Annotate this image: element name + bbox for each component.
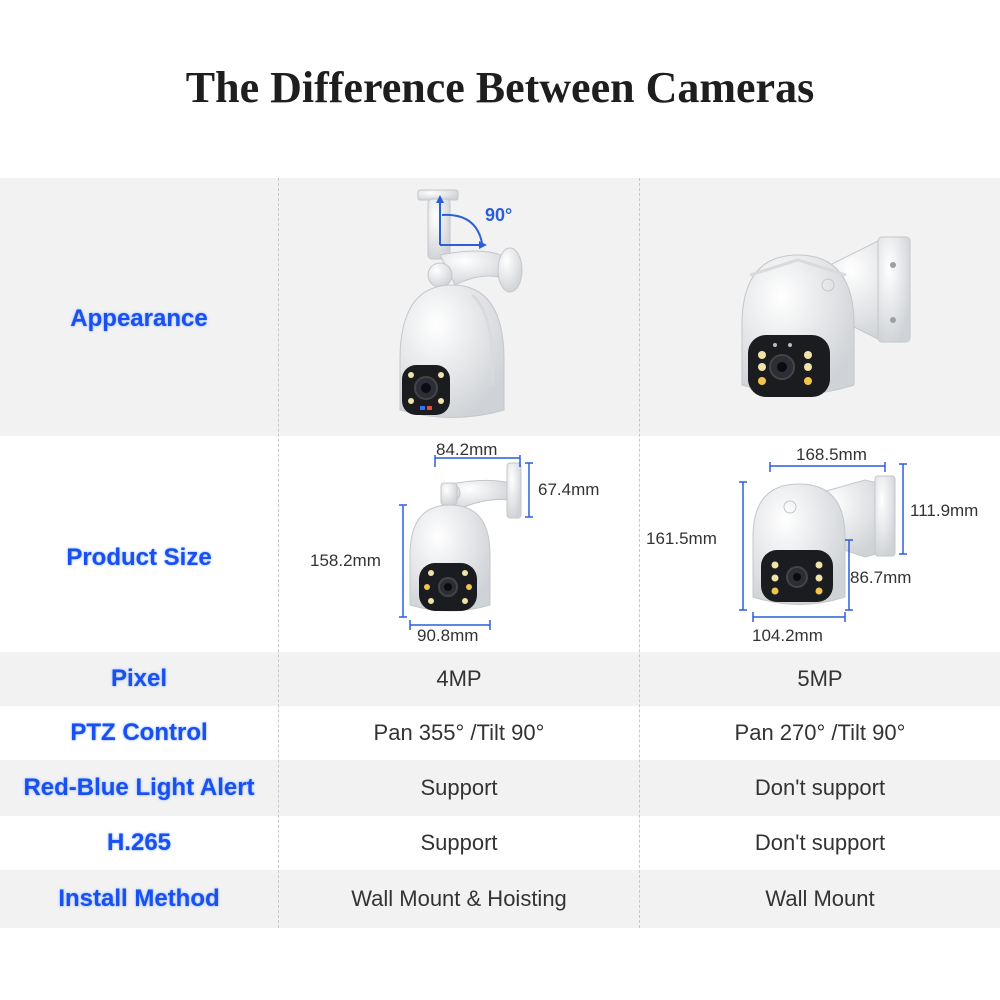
label-appearance: Appearance	[70, 305, 208, 332]
cam2-install: Wall Mount	[765, 886, 875, 911]
angle-90-label: 90°	[485, 205, 512, 225]
cam1-dim-top-width: 84.2mm	[436, 440, 498, 459]
camera1-size-image	[399, 455, 533, 630]
camera2-size-image	[739, 462, 907, 622]
cam1-dim-dome-width: 90.8mm	[417, 626, 479, 645]
cam1-alert: Support	[420, 775, 498, 800]
cam2-ptz: Pan 270° /Tilt 90°	[734, 720, 906, 745]
label-red-blue-alert: Red-Blue Light Alert	[23, 774, 255, 801]
row-alert-bg	[0, 760, 1000, 816]
cam2-pixel: 5MP	[797, 666, 843, 691]
label-h265: H.265	[106, 829, 172, 856]
cam2-dim-bracket-height: 111.9mm	[910, 501, 979, 520]
cam2-dim-top-width: 168.5mm	[796, 445, 867, 464]
cam2-h265: Don't support	[754, 830, 886, 855]
cam2-dim-total-height: 161.5mm	[646, 529, 717, 548]
cam1-ptz: Pan 355° /Tilt 90°	[373, 720, 545, 745]
cam1-h265: Support	[420, 830, 498, 855]
row-install-bg	[0, 870, 1000, 928]
camera1-appearance-image: 90°	[399, 189, 523, 418]
label-product-size: Product Size	[66, 544, 212, 571]
cam1-pixel: 4MP	[436, 666, 482, 691]
label-install-method: Install Method	[58, 885, 220, 912]
cam2-alert: Don't support	[754, 775, 886, 800]
cam1-dim-bracket-height: 67.4mm	[538, 480, 600, 499]
cam1-dim-total-height: 158.2mm	[310, 551, 381, 570]
label-pixel: Pixel	[110, 665, 168, 692]
row-pixel-bg	[0, 652, 1000, 706]
camera2-appearance-image	[741, 236, 911, 397]
column-separator-2	[639, 178, 640, 928]
cam1-install: Wall Mount & Hoisting	[351, 886, 567, 911]
column-separator-1	[278, 178, 279, 928]
cam2-dim-dome-width: 104.2mm	[752, 626, 823, 645]
label-ptz-control: PTZ Control	[70, 719, 208, 746]
page-title: The Difference Between Cameras	[185, 63, 815, 112]
cam2-dim-dome-height: 86.7mm	[850, 568, 912, 587]
